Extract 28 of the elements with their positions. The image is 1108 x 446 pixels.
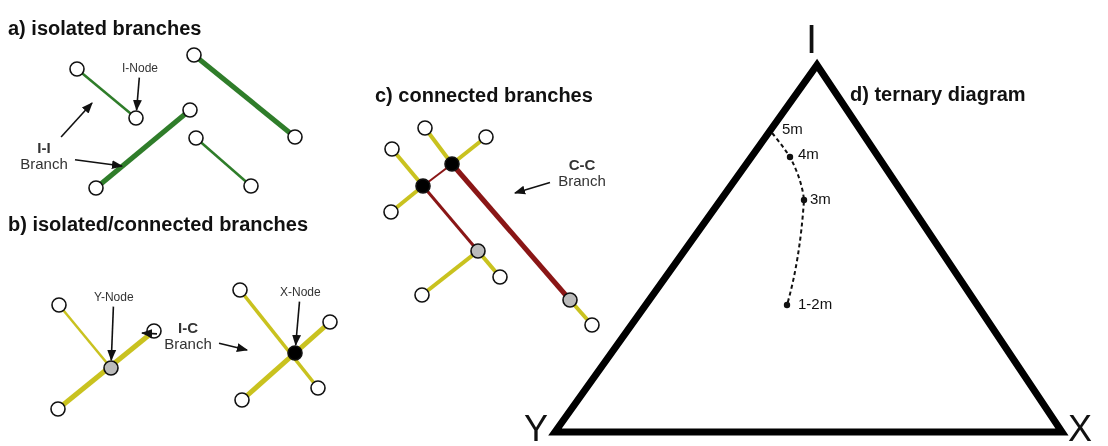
- vertex-label: X: [1068, 410, 1092, 446]
- leader-arrow: [218, 342, 249, 352]
- annotation-label: I-C Branch: [160, 320, 216, 352]
- leader-arrow: [132, 76, 142, 112]
- data-point-label: 3m: [810, 191, 831, 207]
- annotation-label: Y-Node: [94, 291, 134, 304]
- leader-arrow: [74, 159, 124, 170]
- y-node-circle: [103, 360, 119, 376]
- leader-arrow: [60, 102, 93, 138]
- data-point-label: 4m: [798, 146, 819, 162]
- x-node-circle: [287, 345, 303, 361]
- annotation-label: C-C Branch: [553, 157, 611, 189]
- panel-title: d) ternary diagram: [850, 84, 1026, 105]
- i-node-circle: [128, 110, 144, 126]
- panel-title: a) isolated branches: [8, 18, 202, 39]
- leader-arrow: [513, 181, 551, 195]
- annotation-label: X-Node: [280, 286, 321, 299]
- leader-arrow: [140, 329, 158, 339]
- leader-arrow: [292, 300, 302, 347]
- leader-arrow: [107, 305, 117, 362]
- data-point-label: 5m: [782, 121, 803, 137]
- annotation-label: I-Node: [122, 62, 159, 75]
- panel-title: b) isolated/connected branches: [8, 214, 310, 235]
- annotation-label: I-I Branch: [16, 140, 72, 172]
- panel-title: c) connected branches: [375, 85, 593, 106]
- vertex-label: Y: [524, 410, 548, 446]
- data-point-label: 1-2m: [798, 296, 833, 312]
- vertex-label: I: [806, 18, 818, 60]
